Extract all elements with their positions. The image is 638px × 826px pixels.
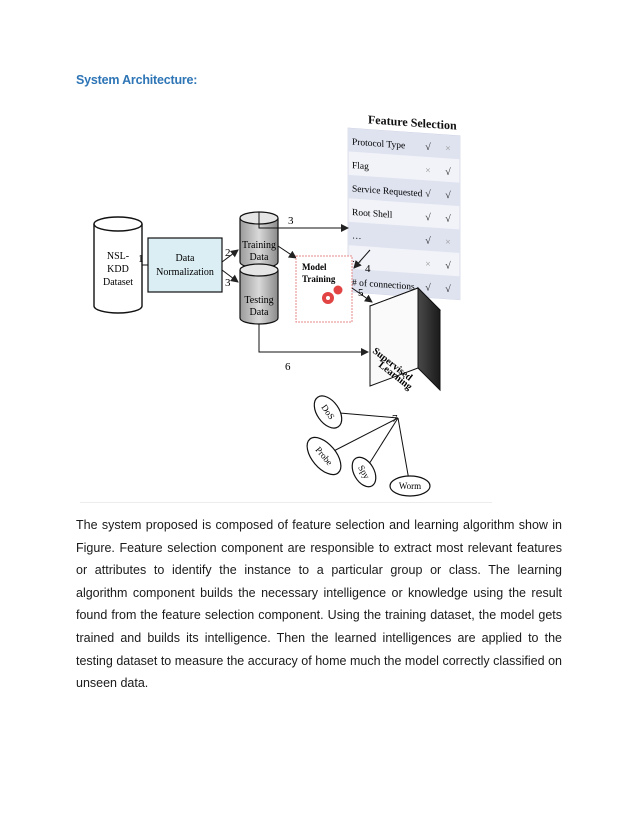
feature-row-label: Protocol Type [352,138,405,152]
cross-icon: × [425,259,431,270]
description-paragraph: The system proposed is composed of featu… [76,518,562,691]
section-heading: System Architecture: [76,73,198,87]
output-ellipse [306,436,342,476]
step-2: 2 [225,247,231,259]
model-training-box: Model Training [295,255,353,323]
nsl-kdd-line-3: Dataset [103,277,133,288]
check-icon: √ [445,213,451,224]
feature-row-label: … [352,255,361,266]
training-data-line-1: Training [242,240,276,251]
cross-icon: × [445,237,451,248]
step-3-training: 3 [288,215,294,227]
step-1: 1 [138,253,144,265]
feature-row-label: Flag [352,161,369,172]
architecture-diagram: Feature Selection Protocol Type√×Flag×√S… [80,100,500,502]
check-icon: √ [425,236,431,247]
feature-selection-title: Feature Selection [368,112,457,132]
testing-data-line-1: Testing [244,295,273,306]
feature-row-stripe [348,268,460,300]
feature-row-stripe [348,128,460,160]
figure-separator [80,502,492,503]
check-icon: √ [425,189,431,200]
check-icon: √ [425,142,431,153]
output-label: Worm [399,481,421,491]
supervised-learning-box: Supervised Learning [369,286,441,393]
gear-icon [322,285,343,304]
nsl-kdd-line-1: NSL- [107,251,129,262]
feature-row-label: Root Shell [352,208,393,221]
check-icon: √ [445,260,451,271]
step-3-testing: 3 [225,277,231,289]
output-arrow [397,417,413,487]
data-normalization-line-1: Data [176,253,195,264]
feature-row-label: Service Requested [352,185,423,200]
cross-icon: × [445,143,451,154]
testing-data-line-2: Data [250,307,269,318]
feature-selection-table: Feature Selection Protocol Type√×Flag×√S… [347,112,461,301]
check-icon: √ [425,212,431,223]
check-icon: √ [445,167,451,178]
step-6: 6 [285,361,291,373]
output-ellipse [351,456,377,488]
check-icon: √ [425,282,431,293]
output-arrow [323,417,399,457]
step-5: 5 [358,287,364,299]
output-ellipse [389,475,431,497]
training-data-line-2: Data [250,252,269,263]
cross-icon: × [425,165,431,176]
feature-row-stripe [348,174,460,207]
check-icon: √ [445,190,451,201]
model-training-line-1: Model [302,262,327,272]
feature-row-label: # of connections [352,277,415,292]
model-training-line-2: Training [302,274,336,284]
nsl-kdd-line-2: KDD [107,264,129,275]
nsl-kdd-dataset-cylinder: NSL- KDD Dataset [93,216,143,314]
feature-row-label: … [352,231,361,242]
data-normalization-box: Data Normalization [147,237,223,293]
step-4: 4 [365,263,371,275]
check-icon: √ [445,284,451,295]
data-normalization-line-2: Normalization [156,267,214,278]
output-ellipse [313,395,343,429]
testing-data-cylinder: Testing Data [239,263,279,325]
feature-row-stripe [348,221,460,253]
